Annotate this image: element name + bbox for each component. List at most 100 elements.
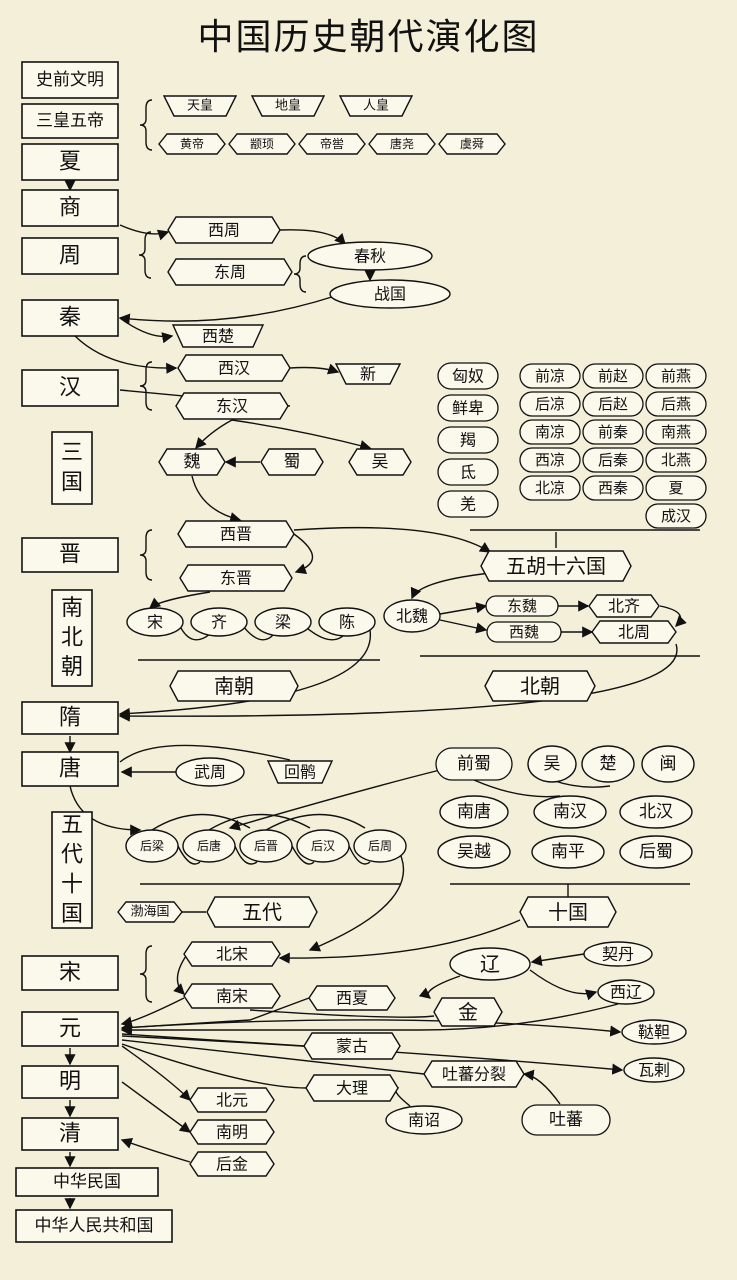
svg-text:北朝: 北朝 <box>520 674 560 698</box>
xizhou-label: 西周 <box>208 221 240 240</box>
svg-text:秦: 秦 <box>59 306 81 331</box>
svg-text:北齐: 北齐 <box>608 597 640 616</box>
svg-text:隋: 隋 <box>59 706 81 731</box>
xijin-label: 西晋 <box>220 525 252 544</box>
svg-text:颛顼: 颛顼 <box>250 137 274 151</box>
shiguo-7-label: 吴越 <box>457 842 491 862</box>
xichu-label: 西楚 <box>202 327 234 346</box>
wudai-2-label: 后晋 <box>254 839 278 853</box>
wudi-0-label: 黄帝 <box>180 136 204 151</box>
sixteen-4-shape <box>582 391 644 417</box>
sixteen-3-shape <box>519 391 581 417</box>
era-qing-label: 清 <box>59 1122 81 1147</box>
svg-text:吐蕃分裂: 吐蕃分裂 <box>442 1065 506 1084</box>
wudai-0-shape <box>125 829 179 863</box>
xijin-shape <box>177 520 295 548</box>
shiguo-3-label: 闽 <box>660 754 677 774</box>
wuhu-3-shape <box>437 458 499 486</box>
wala-shape <box>623 1057 685 1083</box>
xihan-shape <box>177 354 291 382</box>
sixteen-9-label: 西凉 <box>535 451 565 469</box>
svg-text:人皇: 人皇 <box>363 99 389 114</box>
edge-wd-arc1 <box>151 813 251 831</box>
edge-qin-xihan <box>74 335 178 374</box>
wudai-0-label: 后梁 <box>140 838 164 853</box>
svg-text:后汉: 后汉 <box>311 839 335 853</box>
wudi-4-shape <box>438 133 506 155</box>
edge-shiguo-beisong <box>278 919 521 964</box>
era-sanhuang-wudi-label: 三皇五帝 <box>36 111 104 131</box>
shiguo-label-label: 十国 <box>548 900 588 924</box>
nanchao-0-shape <box>126 607 184 637</box>
svg-text:前燕: 前燕 <box>661 367 691 385</box>
wudai-1-label: 后唐 <box>197 838 221 853</box>
era-zhou-box <box>21 237 119 275</box>
sixteen-11-label: 北燕 <box>661 451 691 469</box>
era-tang-label: 唐 <box>59 757 81 782</box>
sixteen-13-label: 西秦 <box>598 479 628 497</box>
edge-chen-sui <box>118 629 371 720</box>
tubo-split-shape <box>423 1060 525 1088</box>
sixteen-14-shape <box>645 475 707 501</box>
era-prehistoric-box <box>21 61 119 99</box>
sixteen-10-label: 后秦 <box>598 451 628 469</box>
sixteen-8-label: 南燕 <box>661 423 691 441</box>
svg-text:南宋: 南宋 <box>216 987 248 1006</box>
era-jin-box <box>21 537 119 573</box>
svg-text:西夏: 西夏 <box>336 989 368 1008</box>
mingbranch-0-shape <box>189 1087 275 1113</box>
era-ming-label: 明 <box>59 1070 81 1095</box>
wei-shape <box>158 448 226 476</box>
svg-text:代: 代 <box>61 843 83 868</box>
huihu-label: 回鹘 <box>284 763 316 782</box>
nansong-label: 南宋 <box>216 987 248 1006</box>
xiliao-label: 西辽 <box>610 983 642 1002</box>
era-qin-box <box>21 299 119 337</box>
beichao-label-shape <box>484 670 596 702</box>
svg-text:吴: 吴 <box>544 754 561 774</box>
edge-xijin-dongjin <box>293 533 314 575</box>
era-sanguo-box <box>51 431 93 505</box>
edge-xizhou-chunqiu <box>279 229 346 246</box>
sixteen-10-shape <box>582 447 644 473</box>
svg-text:渤海国: 渤海国 <box>130 904 169 920</box>
dongzhou-label: 东周 <box>214 263 246 282</box>
svg-text:西辽: 西辽 <box>610 983 642 1002</box>
shiguo-8-shape <box>531 835 605 869</box>
edge-dongjin-song <box>148 591 211 609</box>
svg-text:南凉: 南凉 <box>535 423 565 441</box>
edge-liao-jin <box>418 975 461 999</box>
qidan-shape <box>583 941 653 967</box>
svg-text:中华人民共和国: 中华人民共和国 <box>35 1216 154 1236</box>
svg-text:明: 明 <box>59 1070 81 1095</box>
svg-text:齐: 齐 <box>211 613 227 632</box>
sixteen-0-shape <box>519 363 581 389</box>
donghan-label: 东汉 <box>216 397 248 416</box>
svg-text:成汉: 成汉 <box>661 507 691 525</box>
era-sui-label: 隋 <box>59 706 81 731</box>
svg-text:商: 商 <box>59 196 81 221</box>
era-qin-label: 秦 <box>59 306 81 331</box>
sixteen-1-shape <box>582 363 644 389</box>
era-sanhuang-wudi-box <box>21 103 119 139</box>
svg-text:唐: 唐 <box>59 757 81 782</box>
svg-text:国: 国 <box>61 470 83 495</box>
svg-text:梁: 梁 <box>275 613 291 632</box>
dongwei-shape <box>485 595 559 617</box>
shiguo-6-shape <box>619 795 693 829</box>
xihan-label: 西汉 <box>218 359 250 378</box>
svg-text:清: 清 <box>59 1122 81 1147</box>
svg-text:十国: 十国 <box>548 900 588 924</box>
wudai-1-shape <box>182 829 236 863</box>
svg-text:虞舜: 虞舜 <box>460 136 484 151</box>
svg-text:后燕: 后燕 <box>661 395 691 413</box>
shiguo-3-shape <box>641 745 695 783</box>
wala-label: 瓦剌 <box>638 1061 670 1080</box>
beiqi-shape <box>588 594 660 618</box>
svg-text:新: 新 <box>360 365 376 384</box>
era-prc-label: 中华人民共和国 <box>35 1216 154 1236</box>
era-shang-box <box>21 189 119 227</box>
svg-text:东汉: 东汉 <box>216 397 248 416</box>
shu-label: 蜀 <box>284 452 301 472</box>
edge-yuan-dali <box>121 1043 307 1089</box>
